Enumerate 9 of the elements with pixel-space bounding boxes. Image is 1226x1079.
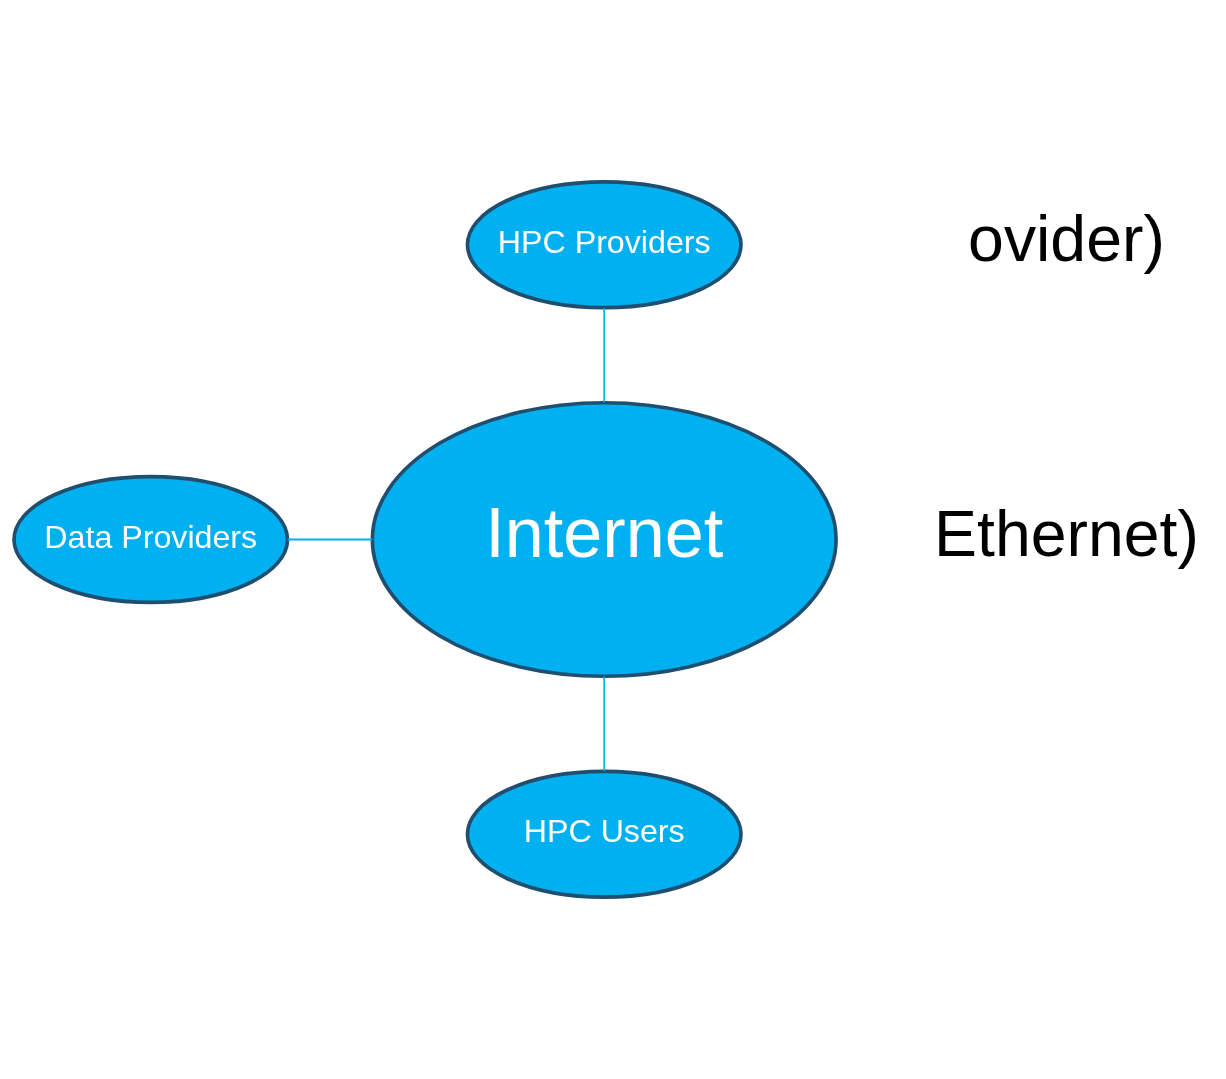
label: ovider): [968, 203, 1165, 276]
node-ellipse: HPC Users: [465, 769, 743, 899]
label: Ethernet): [934, 497, 1199, 570]
connector: [286, 538, 374, 541]
node-ellipse: Data Providers: [12, 474, 290, 605]
node-ellipse: Internet: [370, 400, 838, 679]
connector: [603, 675, 606, 772]
connector: [603, 307, 606, 404]
node-ellipse: HPC Providers: [465, 180, 743, 310]
